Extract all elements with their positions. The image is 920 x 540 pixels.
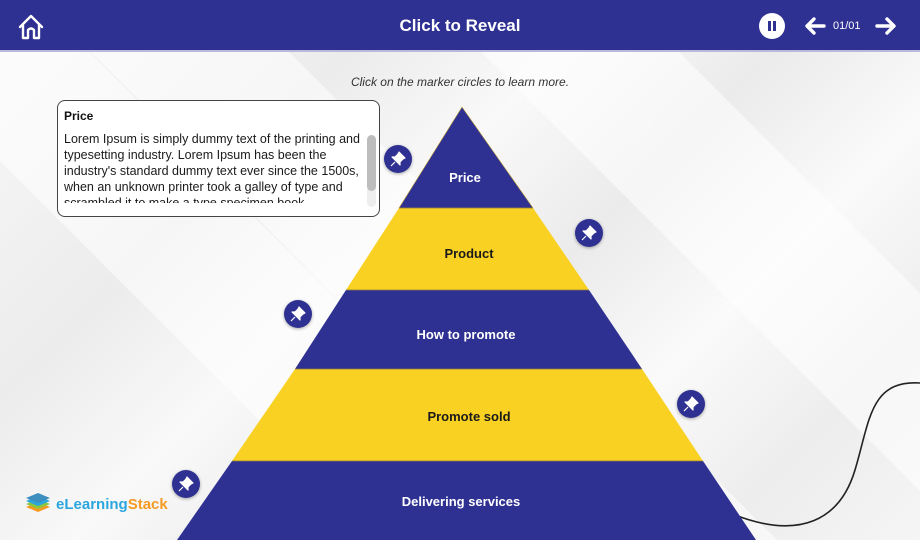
pushpin-icon xyxy=(290,306,306,322)
info-popup: Price Lorem Ipsum is simply dummy text o… xyxy=(57,100,380,217)
level-label: Delivering services xyxy=(401,494,521,509)
arrow-left-icon[interactable] xyxy=(803,15,827,37)
pyramid-level-promote-sold[interactable] xyxy=(232,369,703,461)
pyramid-level-price[interactable] xyxy=(398,106,534,209)
pushpin-icon xyxy=(581,225,597,241)
level-label: Promote sold xyxy=(427,409,511,424)
marker-promote-sold[interactable] xyxy=(677,390,705,418)
pause-button[interactable] xyxy=(759,13,785,39)
home-icon[interactable] xyxy=(17,13,45,41)
level-label: Price xyxy=(449,170,481,185)
top-bar: Click to Reveal 01/01 xyxy=(0,0,920,52)
popup-title: Price xyxy=(64,109,94,123)
marker-delivering-services[interactable] xyxy=(172,470,200,498)
level-label: How to promote xyxy=(416,327,516,342)
popup-body: Lorem Ipsum is simply dummy text of the … xyxy=(64,132,360,203)
pyramid-level-delivering-services[interactable] xyxy=(177,461,756,540)
page-counter: 01/01 xyxy=(833,20,861,32)
level-label: Product xyxy=(444,246,494,261)
scrollbar-thumb[interactable] xyxy=(367,135,376,191)
marker-price[interactable] xyxy=(384,145,412,173)
pyramid-level-product[interactable] xyxy=(346,208,589,290)
decorative-curve xyxy=(734,382,920,527)
marker-product[interactable] xyxy=(575,219,603,247)
instruction-text: Click on the marker circles to learn mor… xyxy=(350,75,570,89)
marker-how-to-promote[interactable] xyxy=(284,300,312,328)
logo-text-part2: Stack xyxy=(127,496,168,513)
pushpin-icon xyxy=(683,396,699,412)
page-title: Click to Reveal xyxy=(399,16,521,35)
pushpin-icon xyxy=(178,476,194,492)
logo-text-part1: eLearning xyxy=(56,496,128,513)
arrow-right-icon[interactable] xyxy=(874,15,898,37)
stack-logo-icon xyxy=(26,493,50,512)
pushpin-icon xyxy=(390,151,406,167)
brand-logo: eLearningStack xyxy=(24,491,168,519)
pyramid-level-how-to-promote[interactable] xyxy=(295,290,642,369)
